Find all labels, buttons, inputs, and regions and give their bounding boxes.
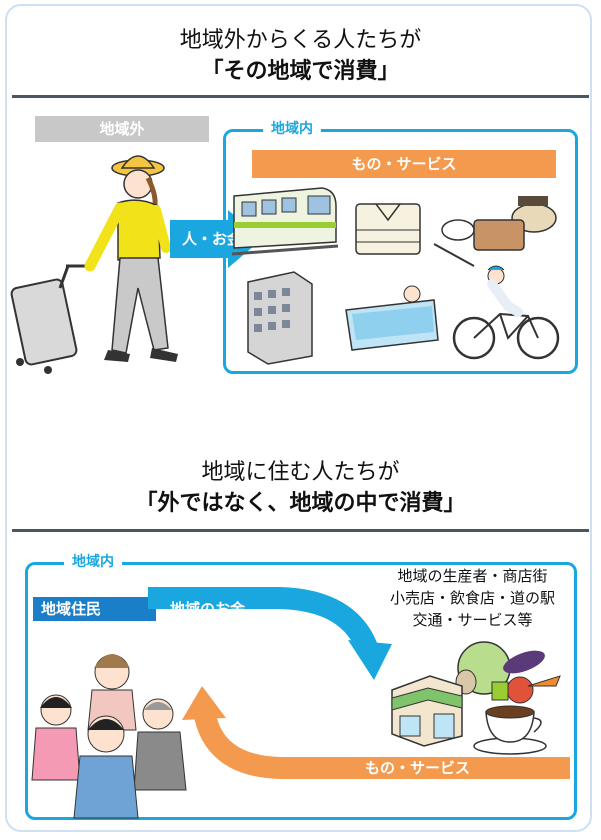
cyclist-icon (452, 265, 560, 360)
shop-icon (391, 675, 463, 747)
inside-region-label-top: 地域内 (263, 119, 321, 139)
top-heading: 地域外からくる人たちが 「その地域で消費」 (0, 26, 601, 88)
top-heading-line1: 地域外からくる人たちが (179, 28, 422, 53)
residents-group-illustration (31, 654, 187, 819)
traveler-illustration (10, 155, 178, 374)
local-businesses-list: 地域の生産者・商店街 小売店・飲食店・道の駅 交通・サービス等 (370, 565, 575, 631)
bottom-divider (12, 529, 589, 532)
vegetables-icon (455, 641, 561, 704)
business-line-1: 地域の生産者・商店街 (397, 567, 548, 585)
building-icon (247, 271, 313, 365)
business-line-3: 交通・サービス等 (412, 611, 533, 629)
goods-services-bar-top: もの・サービス (252, 150, 556, 178)
clothing-icon (355, 203, 421, 255)
bath-icon (345, 285, 439, 351)
goods-services-label-bottom: もの・サービス (365, 759, 471, 777)
outer-frame (5, 4, 592, 832)
meal-icon (433, 196, 557, 267)
residents-tag: 地域住民 (33, 597, 156, 621)
inside-region-box-bottom (25, 562, 577, 820)
top-heading-line2: 「その地域で消費」 (201, 59, 400, 84)
bottom-heading-line2: 「外ではなく、地域の中で消費」 (135, 491, 466, 516)
train-icon (231, 187, 339, 256)
business-line-2: 小売店・飲食店・道の駅 (389, 589, 555, 607)
bottom-heading-line1: 地域に住む人たちが (201, 460, 400, 485)
top-divider (12, 95, 589, 98)
circular-flow-arrows (148, 587, 570, 779)
local-money-label: 地域のお金 (170, 600, 246, 618)
coffee-cup-icon (473, 705, 547, 755)
people-money-label: 人・お金 (182, 230, 243, 248)
inside-region-label-bottom: 地域内 (64, 552, 122, 572)
outside-region-tag: 地域外 (35, 116, 209, 142)
bottom-heading: 地域に住む人たちが 「外ではなく、地域の中で消費」 (0, 458, 601, 520)
